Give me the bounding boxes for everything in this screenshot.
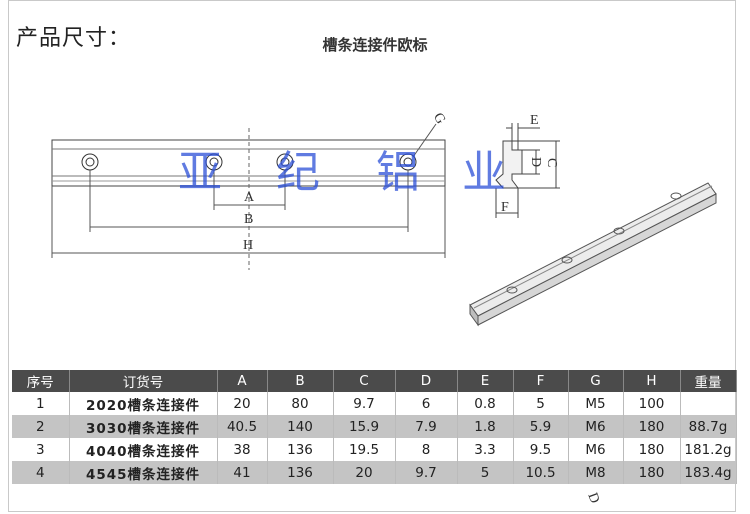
col-header-f: F	[513, 370, 569, 392]
cell-order-no: 4040槽条连接件	[69, 438, 218, 461]
cell-d: 7.9	[395, 415, 458, 438]
table-row: 3 4040槽条连接件 38 136 19.5 8 3.3 9.5 M6 180…	[12, 438, 737, 461]
table-row: 4 4545槽条连接件 41 136 20 9.7 5 10.5 M8 180 …	[12, 461, 737, 484]
drawing-title: 槽条连接件欧标	[322, 36, 428, 54]
cell-index: 3	[12, 438, 70, 461]
cell-weight: 88.7g	[680, 415, 737, 438]
cell-e: 1.8	[457, 415, 514, 438]
cell-g: M6	[568, 415, 624, 438]
cell-g: M5	[568, 392, 624, 415]
cell-f: 5	[513, 392, 569, 415]
cell-a: 40.5	[217, 415, 268, 438]
cell-h: 180	[623, 415, 681, 438]
cell-b: 140	[267, 415, 334, 438]
table-row: 2 3030槽条连接件 40.5 140 15.9 7.9 1.8 5.9 M6…	[12, 415, 737, 438]
cell-a: 20	[217, 392, 268, 415]
watermark-char: 亚	[178, 147, 222, 198]
cell-f: 9.5	[513, 438, 569, 461]
dim-e-label: E	[530, 113, 539, 128]
col-header-d: D	[395, 370, 458, 392]
cell-h: 100	[623, 392, 681, 415]
cell-b: 136	[267, 461, 334, 484]
cell-e: 0.8	[457, 392, 514, 415]
cell-d: 8	[395, 438, 458, 461]
cell-f: 10.5	[513, 461, 569, 484]
dim-f-label: F	[501, 200, 509, 215]
col-header-weight: 重量	[680, 370, 737, 392]
dim-c-label: C	[544, 158, 559, 167]
spec-table: 序号 订货号 A B C D E F G H 重量 1 2020槽条连接件 20…	[12, 370, 737, 484]
dim-b-label: B	[244, 212, 253, 227]
cell-a: 41	[217, 461, 268, 484]
cell-weight	[680, 392, 737, 415]
watermark-char: 纪	[276, 147, 320, 198]
cell-a: 38	[217, 438, 268, 461]
dim-d-label: D	[528, 157, 543, 167]
watermark-char: 业	[462, 147, 506, 198]
col-header-b: B	[267, 370, 334, 392]
cell-h: 180	[623, 461, 681, 484]
cell-order-no: 4545槽条连接件	[69, 461, 218, 484]
hole-1	[81, 153, 99, 171]
technical-drawing: A B H G E D C F	[51, 111, 717, 327]
cell-d: 9.7	[395, 461, 458, 484]
side-profile	[495, 123, 560, 218]
col-header-order-no: 订货号	[69, 370, 218, 392]
col-header-a: A	[217, 370, 268, 392]
cell-c: 15.9	[333, 415, 396, 438]
dim-g-label: G	[430, 111, 448, 127]
cell-weight: 183.4g	[680, 461, 737, 484]
cell-e: 5	[457, 461, 514, 484]
col-header-h: H	[623, 370, 681, 392]
cell-g: M6	[568, 438, 624, 461]
front-view	[51, 128, 446, 270]
cell-c: 20	[333, 461, 396, 484]
col-header-index: 序号	[12, 370, 70, 392]
cell-index: 4	[12, 461, 70, 484]
cell-f: 5.9	[513, 415, 569, 438]
cell-b: 136	[267, 438, 334, 461]
dim-a-label: A	[244, 190, 255, 205]
col-header-e: E	[457, 370, 514, 392]
cell-g: M8	[568, 461, 624, 484]
cell-h: 180	[623, 438, 681, 461]
table-row: 1 2020槽条连接件 20 80 9.7 6 0.8 5 M5 100	[12, 392, 737, 415]
watermark-char: 铝	[376, 147, 420, 198]
cell-d: 6	[395, 392, 458, 415]
dim-h-label: H	[243, 238, 253, 253]
col-header-c: C	[333, 370, 396, 392]
cell-e: 3.3	[457, 438, 514, 461]
cell-c: 9.7	[333, 392, 396, 415]
page-border	[8, 0, 736, 512]
cell-order-no: 3030槽条连接件	[69, 415, 218, 438]
cell-b: 80	[267, 392, 334, 415]
dimension-lines	[51, 123, 446, 258]
col-header-g: G	[568, 370, 624, 392]
cell-index: 2	[12, 415, 70, 438]
page-title: 产品尺寸：	[16, 26, 132, 51]
cell-c: 19.5	[333, 438, 396, 461]
cell-weight: 181.2g	[680, 438, 737, 461]
cell-order-no: 2020槽条连接件	[69, 392, 218, 415]
table-header-row: 序号 订货号 A B C D E F G H 重量	[12, 370, 737, 392]
cell-index: 1	[12, 392, 70, 415]
isometric-view	[469, 182, 717, 327]
